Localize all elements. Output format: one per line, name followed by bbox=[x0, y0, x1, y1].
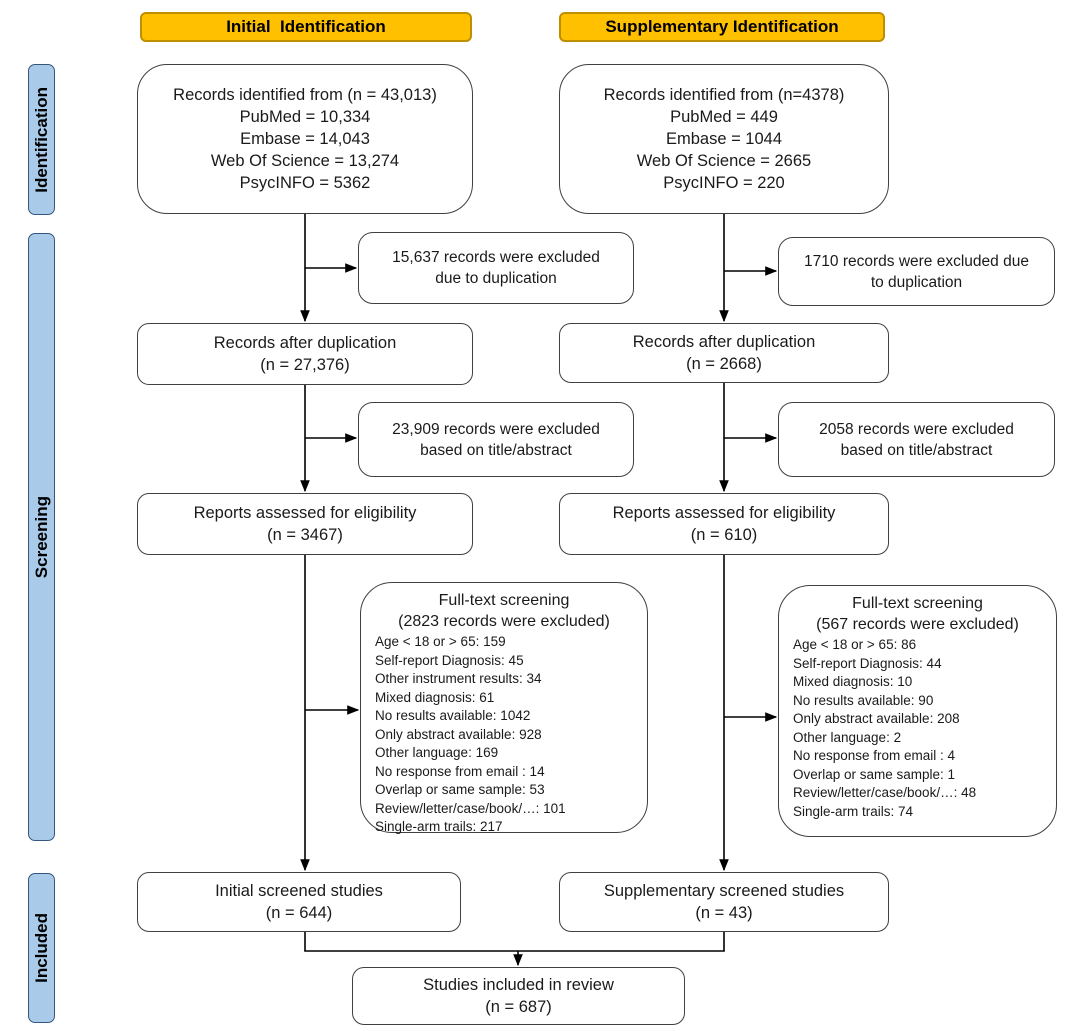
exclusion-reason: Self-report Diagnosis: 45 bbox=[375, 652, 524, 668]
box-line: 15,637 records were excluded bbox=[392, 249, 600, 266]
initial-after-duplication-box: Records after duplication (n = 27,376) bbox=[137, 323, 473, 385]
fulltext-title: Full-text screening bbox=[438, 592, 570, 609]
box-line: Web Of Science = 2665 bbox=[636, 152, 812, 170]
exclusion-reason: Mixed diagnosis: 10 bbox=[793, 674, 913, 689]
box-line: PsycINFO = 5362 bbox=[239, 174, 371, 192]
exclusion-reason: No results available: 90 bbox=[793, 692, 934, 708]
suppl-title-abstract-excluded-box: 2058 records were excluded based on titl… bbox=[778, 402, 1055, 477]
stage-label: Identification bbox=[31, 86, 51, 193]
exclusion-reason: Review/letter/case/book/…: 101 bbox=[375, 800, 566, 816]
initial-assessed-eligibility-box: Reports assessed for eligibility (n = 34… bbox=[137, 493, 473, 555]
box-line: based on title/abstract bbox=[840, 441, 993, 459]
exclusion-reason: Only abstract available: 208 bbox=[793, 711, 960, 726]
suppl-records-identified-box: Records identified from (n=4378) PubMed … bbox=[559, 64, 889, 214]
suppl-assessed-eligibility-box: Reports assessed for eligibility (n = 61… bbox=[559, 493, 889, 555]
box-line: based on title/abstract bbox=[420, 441, 572, 459]
box-line: PubMed = 449 bbox=[670, 108, 778, 126]
box-line: due to duplication bbox=[435, 270, 557, 287]
initial-records-identified-box: Records identified from (n = 43,013) Pub… bbox=[137, 64, 473, 214]
fulltext-exclusion-list: Age < 18 or > 65: 86 Self-report Diagnosi… bbox=[779, 636, 976, 821]
header-label: Supplementary Identification bbox=[605, 17, 839, 36]
box-line: Records after duplication bbox=[213, 334, 397, 352]
suppl-after-duplication-box: Records after duplication (n = 2668) bbox=[559, 323, 889, 383]
stage-bar-screening: Screening bbox=[28, 233, 55, 841]
exclusion-reason: No response from email : 4 bbox=[793, 748, 956, 763]
exclusion-reason: Single-arm trails: 217 bbox=[375, 819, 503, 834]
exclusion-reason: Overlap or same sample: 1 bbox=[793, 766, 956, 782]
studies-included-box: Studies included in review (n = 687) bbox=[352, 967, 685, 1025]
box-line: (n = 27,376) bbox=[260, 356, 350, 374]
box-line: (n = 687) bbox=[485, 998, 552, 1016]
box-line: Records identified from (n=4378) bbox=[603, 86, 845, 104]
exclusion-reason: Age < 18 or > 65: 86 bbox=[793, 637, 917, 652]
box-line: (n = 3467) bbox=[267, 526, 343, 544]
box-line: Records after duplication bbox=[632, 333, 816, 351]
box-line: 2058 records were excluded bbox=[819, 420, 1014, 438]
fulltext-title: Full-text screening bbox=[852, 595, 983, 612]
fulltext-subtitle: (567 records were excluded) bbox=[816, 616, 1019, 633]
box-line: 23,909 records were excluded bbox=[392, 420, 600, 438]
box-line: Embase = 14,043 bbox=[240, 130, 370, 148]
box-line: (n = 43) bbox=[695, 904, 753, 922]
box-line: Embase = 1044 bbox=[665, 130, 783, 148]
exclusion-reason: Single-arm trails: 74 bbox=[793, 803, 914, 819]
initial-duplication-excluded-box: 15,637 records were excluded due to dupl… bbox=[358, 232, 634, 304]
box-line: PsycINFO = 220 bbox=[663, 174, 785, 192]
exclusion-reason: Self-report Diagnosis: 44 bbox=[793, 655, 942, 671]
exclusion-reason: Review/letter/case/book/…: 48 bbox=[793, 785, 977, 800]
suppl-duplication-excluded-box: 1710 records were excluded due to duplic… bbox=[778, 237, 1055, 306]
exclusion-reason: Other language: 169 bbox=[375, 745, 499, 760]
box-line: (n = 610) bbox=[690, 526, 758, 544]
exclusion-reason: Overlap or same sample: 53 bbox=[375, 782, 545, 797]
initial-screened-studies-box: Initial screened studies (n = 644) bbox=[137, 872, 461, 932]
box-line: Studies included in review bbox=[423, 976, 614, 994]
exclusion-reason: Other instrument results: 34 bbox=[375, 671, 542, 686]
header-supplementary-identification: Supplementary Identification bbox=[559, 12, 885, 42]
header-label: Initial Identification bbox=[226, 17, 386, 36]
suppl-screened-studies-box: Supplementary screened studies (n = 43) bbox=[559, 872, 889, 932]
box-line: Initial screened studies bbox=[215, 882, 383, 900]
initial-fulltext-screening-box: Full-text screening (2823 records were e… bbox=[360, 582, 648, 834]
exclusion-reason: Other language: 2 bbox=[793, 729, 902, 745]
suppl-fulltext-screening-box: Full-text screening (567 records were ex… bbox=[778, 585, 1057, 837]
box-line: Reports assessed for eligibility bbox=[612, 504, 836, 522]
box-line: to duplication bbox=[870, 273, 963, 291]
stage-label: Included bbox=[31, 913, 51, 983]
box-line: (n = 2668) bbox=[686, 355, 762, 373]
box-line: Records identified from (n = 43,013) bbox=[173, 86, 437, 104]
box-line: Reports assessed for eligibility bbox=[193, 504, 417, 522]
box-line: 1710 records were excluded due bbox=[804, 252, 1029, 270]
box-line: Web Of Science = 13,274 bbox=[210, 152, 400, 170]
initial-title-abstract-excluded-box: 23,909 records were excluded based on ti… bbox=[358, 402, 634, 477]
exclusion-reason: No response from email : 14 bbox=[375, 763, 545, 779]
fulltext-subtitle: (2823 records were excluded) bbox=[398, 613, 610, 630]
box-line: Supplementary screened studies bbox=[603, 882, 845, 900]
exclusion-reason: Age < 18 or > 65: 159 bbox=[375, 634, 506, 649]
exclusion-reason: Mixed diagnosis: 61 bbox=[375, 689, 495, 705]
exclusion-reason: Only abstract available: 928 bbox=[375, 726, 542, 742]
stage-bar-identification: Identification bbox=[28, 64, 55, 215]
box-line: PubMed = 10,334 bbox=[239, 108, 371, 126]
header-initial-identification: Initial Identification bbox=[140, 12, 472, 42]
exclusion-reason: No results available: 1042 bbox=[375, 708, 531, 723]
stage-label: Screening bbox=[31, 495, 51, 579]
stage-bar-included: Included bbox=[28, 873, 55, 1023]
box-line: (n = 644) bbox=[265, 904, 333, 922]
